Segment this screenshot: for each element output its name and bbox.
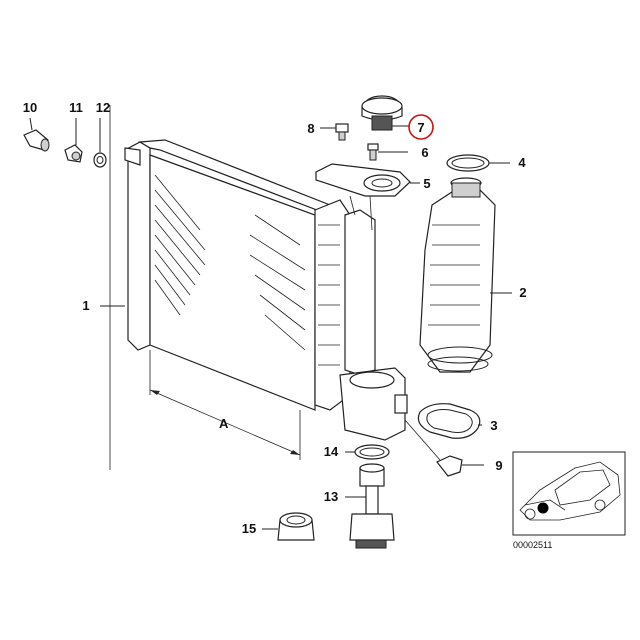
callout-12: 12 xyxy=(96,100,110,115)
callout-14: 14 xyxy=(324,444,339,459)
callout-4: 4 xyxy=(518,155,526,170)
callout-2: 2 xyxy=(519,285,526,300)
sleeve-15 xyxy=(262,512,315,541)
drain-plug-10 xyxy=(23,117,50,152)
callout-15: 15 xyxy=(242,521,256,536)
callout-8: 8 xyxy=(307,121,314,136)
bracket-5 xyxy=(315,163,420,231)
gasket-3 xyxy=(417,403,482,439)
screw-8 xyxy=(320,123,349,141)
o-ring-4 xyxy=(446,154,510,172)
bleed-screw-9 xyxy=(404,419,484,477)
dimension-a-label: A xyxy=(219,416,229,431)
callout-1: 1 xyxy=(82,298,89,313)
callout-7: 7 xyxy=(417,120,424,135)
fitting-11 xyxy=(64,118,83,163)
callout-3: 3 xyxy=(490,418,497,433)
callout-13: 13 xyxy=(324,489,338,504)
washer-12 xyxy=(93,118,107,168)
callout-7-highlight xyxy=(408,114,434,140)
o-ring-14 xyxy=(345,444,390,460)
callout-9: 9 xyxy=(495,458,502,473)
callout-10: 10 xyxy=(23,100,37,115)
radiator xyxy=(100,105,408,470)
location-marker-icon xyxy=(537,502,549,514)
callout-6: 6 xyxy=(421,145,428,160)
bolt-6 xyxy=(367,143,408,161)
callout-5: 5 xyxy=(423,176,430,191)
car-location-inset xyxy=(512,451,626,536)
dimension-a xyxy=(149,350,301,460)
expansion-tank-2 xyxy=(419,177,512,373)
callout-11: 11 xyxy=(69,100,83,115)
filler-cap-7 xyxy=(361,95,410,131)
sensor-13 xyxy=(345,463,395,549)
diagram-code: 00002511 xyxy=(513,540,552,550)
